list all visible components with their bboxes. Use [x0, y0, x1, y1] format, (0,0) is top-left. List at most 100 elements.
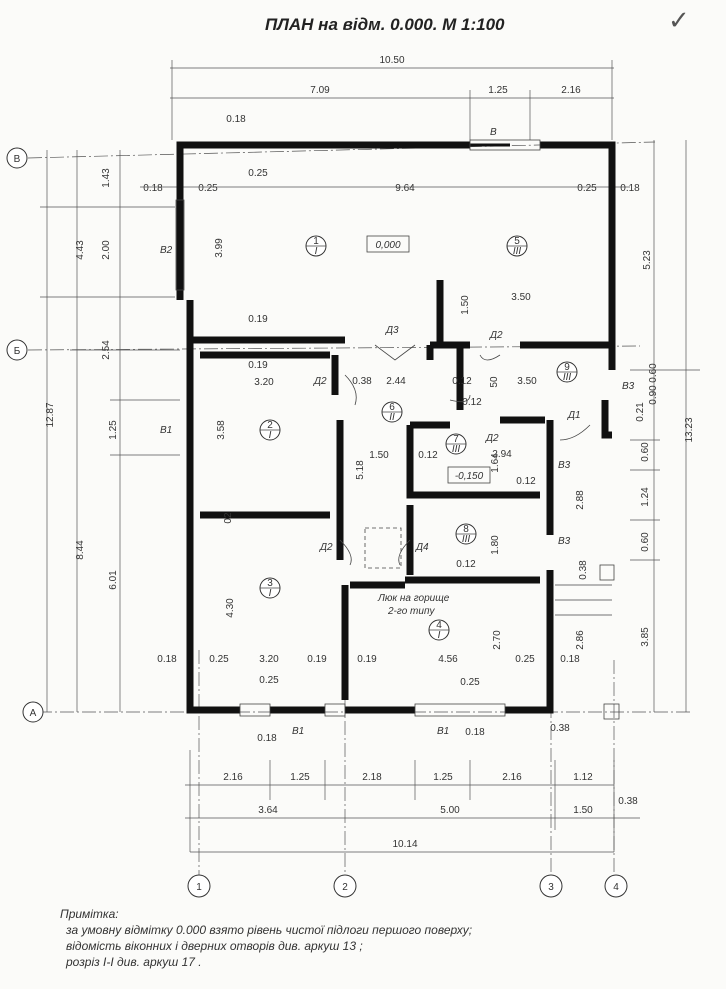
- dim-int-025a: 0.25: [209, 654, 229, 665]
- bottom-dimensions: 2.16 1.25 2.18 1.25 2.16 1.12 3.64 5.00 …: [185, 750, 640, 853]
- walls: [176, 141, 616, 714]
- dim-int-430: 4.30: [225, 598, 236, 618]
- room-markers: 1 I 5 III 2 I 6 II 9 III: [259, 235, 578, 641]
- axis-label-1: 1: [196, 882, 202, 893]
- label-window-b1-bottom2: В1: [437, 726, 449, 737]
- svg-text:1: 1: [313, 236, 319, 247]
- label-window-b3c: В3: [558, 536, 571, 547]
- dim-right-r2: 0.21: [635, 402, 646, 422]
- svg-text:III: III: [563, 372, 572, 383]
- dim-right-r5: 0.60: [640, 442, 651, 462]
- dim-int-025b: 0.25: [515, 654, 535, 665]
- dim-int-270: 2.70: [492, 630, 503, 650]
- wall-east-porch: [601, 400, 612, 439]
- dim-left-b: 8.44: [75, 540, 86, 560]
- svg-text:9: 9: [564, 362, 570, 373]
- dim-right-r9: 0.38: [578, 560, 589, 580]
- dim-right-r8: 3.85: [640, 627, 651, 647]
- dim-int-150b: 1.50: [369, 450, 389, 461]
- checkmark-icon: ✓: [668, 6, 690, 36]
- dim-int-038: 0.38: [352, 376, 372, 387]
- label-door-d2c: Д2: [485, 433, 499, 444]
- dim-bot-w3: 2.18: [362, 772, 382, 783]
- dim-int-019d: 0.19: [357, 654, 377, 665]
- label-window-b2: В2: [160, 245, 173, 256]
- wall-int-room7: [406, 425, 540, 499]
- dim-wall-025-right: 0.25: [577, 183, 597, 194]
- axis-marker-1: [187, 874, 211, 898]
- label-door-d2d: Д2: [319, 542, 333, 553]
- dim-int-019b: 0.19: [248, 360, 268, 371]
- axis-marker-2: [333, 874, 357, 898]
- door-d2a-swing: [344, 374, 357, 406]
- dim-wall-018-right: 0.18: [620, 183, 640, 194]
- dim-int-038c: 0.38: [550, 723, 570, 734]
- interior-dimensions: 3.99 0.19 0.19 3.20 3.58 02 0.38 2.44 0.…: [157, 238, 586, 744]
- dim-int-358: 3.58: [216, 420, 227, 440]
- svg-text:I: I: [269, 588, 272, 599]
- label-window-b1-bottom1: В1: [292, 726, 304, 737]
- label-door-d2a: Д2: [313, 376, 327, 387]
- dim-int-150a: 1.50: [460, 295, 471, 315]
- axis-marker-a: [22, 701, 44, 723]
- dim-wall-018-left: 0.18: [143, 183, 163, 194]
- dim-right-overall: 13.23: [684, 417, 695, 442]
- svg-text:II: II: [389, 412, 395, 423]
- dim-int-286: 2.86: [575, 630, 586, 650]
- dim-int-288: 2.88: [575, 490, 586, 510]
- axis-marker-4: [604, 874, 628, 898]
- dim-int-018d: 0.18: [465, 727, 485, 738]
- svg-text:III: III: [452, 444, 461, 455]
- wall-outer-left: [186, 300, 240, 714]
- dim-bot-overall: 10.14: [392, 839, 417, 850]
- label-door-d4: Д4: [415, 542, 429, 553]
- svg-text:III: III: [462, 534, 471, 545]
- dim-top-seg2: 1.25: [488, 85, 508, 96]
- label-hatch-2: 2-го типу: [387, 606, 435, 617]
- dim-top-seg3: 2.16: [561, 85, 581, 96]
- dim-wall-top: 0.18: [226, 114, 246, 125]
- dim-int-350b: 3.50: [517, 376, 537, 387]
- axis-marker-3: [539, 874, 563, 898]
- dim-bot-w1: 2.16: [223, 772, 243, 783]
- label-door-d1: Д1: [567, 410, 581, 421]
- dim-right-r4: 0.60: [648, 363, 659, 383]
- door-d2c-swing: [449, 394, 471, 403]
- door-d4-swing: [398, 539, 411, 566]
- opening-labels: В2 В1 В1 В1 В3 В3 В3 В Д1 Д2 Д2 Д2 Д2 Д3…: [160, 127, 635, 737]
- dim-int-244: 2.44: [386, 376, 406, 387]
- axis-label-b: Б: [14, 346, 21, 357]
- svg-text:6: 6: [389, 402, 395, 413]
- axis-label-4: 4: [613, 882, 619, 893]
- room-marker-8: 8 III: [455, 523, 477, 545]
- label-door-d3: Д3: [385, 325, 399, 336]
- svg-text:III: III: [513, 246, 522, 257]
- svg-text:4: 4: [436, 620, 442, 631]
- dim-right-r7: 0.60: [640, 532, 651, 552]
- dim-int-399: 3.99: [214, 238, 225, 258]
- dim-int-019a: 0.19: [248, 314, 268, 325]
- room-marker-7: 7 III: [445, 433, 467, 455]
- right-dimensions: 13.23 5.23 0.21 0.90 0.60 0.60 1.24 0.60…: [578, 140, 700, 712]
- dim-int-018a: 0.18: [157, 654, 177, 665]
- level-box-main: [366, 235, 410, 253]
- room-marker-9: 9 III: [556, 361, 578, 383]
- dim-top-seg1: 7.09: [310, 85, 330, 96]
- dim-int-025d: 0.25: [460, 677, 480, 688]
- svg-text:3: 3: [267, 578, 273, 589]
- dim-int-350a: 3.50: [511, 292, 531, 303]
- axis-label-2: 2: [342, 882, 348, 893]
- dim-int-012c: 0.12: [418, 450, 438, 461]
- dim-int-012b: 0.12: [462, 397, 482, 408]
- room-marker-5: 5 III: [506, 235, 528, 257]
- dim-left-a: 4.43: [75, 240, 86, 260]
- dim-wall-025a: 0.25: [248, 168, 268, 179]
- dim-int-018c: 0.18: [257, 733, 277, 744]
- door-d1-swing: [559, 424, 591, 441]
- svg-text:7: 7: [453, 434, 459, 445]
- dim-left-c2: 2.00: [101, 240, 112, 260]
- dim-bot-w6: 1.12: [573, 772, 593, 783]
- axis-label-a: А: [30, 708, 37, 719]
- svg-text:8: 8: [463, 524, 469, 535]
